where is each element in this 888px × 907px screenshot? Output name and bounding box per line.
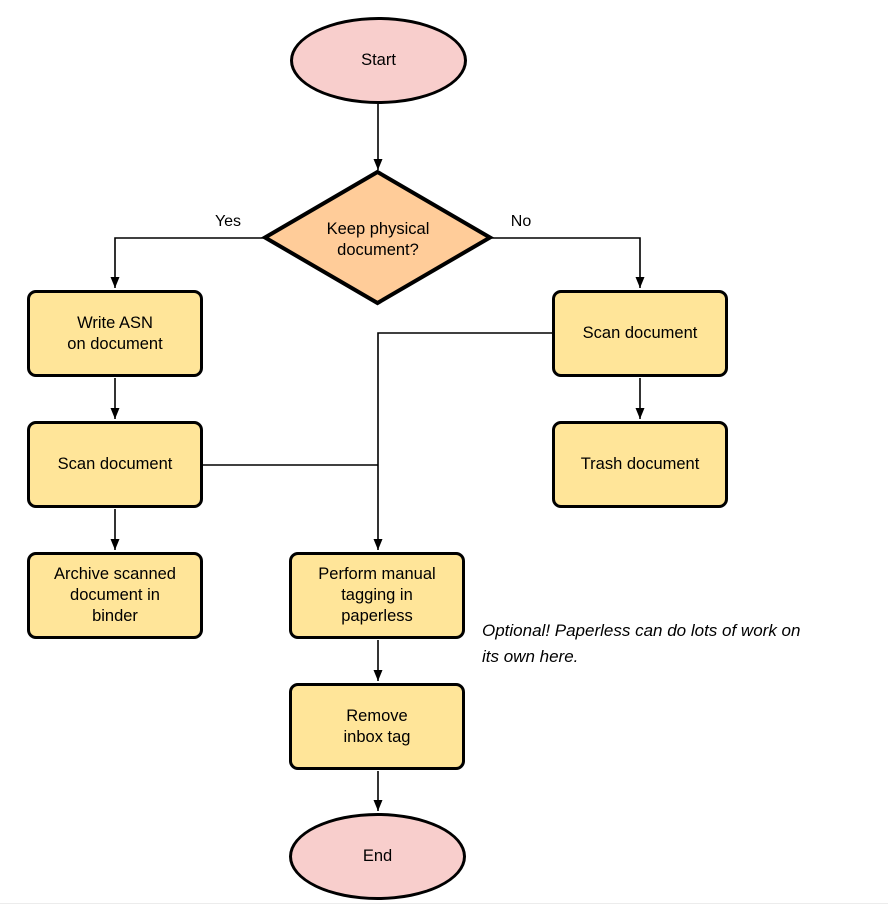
node-write-asn-label: Write ASN on document — [67, 313, 163, 353]
edge-label-no: No — [510, 213, 532, 230]
node-perform-manual-tagging: Perform manual tagging in paperless — [289, 552, 465, 639]
node-archive-scanned-document-label: Archive scanned document in binder — [54, 565, 176, 625]
node-archive-scanned-document: Archive scanned document in binder — [27, 552, 203, 639]
page-bottom-rule — [0, 903, 888, 904]
node-start-label: Start — [361, 51, 396, 69]
node-start: Start — [290, 17, 467, 104]
decision-diamond — [261, 169, 494, 306]
node-scan-document-left-label: Scan document — [57, 455, 173, 473]
node-scan-document-right-label: Scan document — [582, 324, 698, 342]
edge-label-yes: Yes — [214, 213, 242, 230]
node-decision-label: Keep physical document? — [326, 220, 430, 259]
edge-decision-scan-right — [489, 237, 645, 288]
node-remove-inbox-tag-label: Remove inbox tag — [343, 706, 411, 746]
node-perform-manual-tagging-label: Perform manual tagging in paperless — [318, 565, 436, 625]
node-trash-document: Trash document — [552, 421, 728, 508]
node-trash-document-label: Trash document — [580, 455, 700, 473]
optional-note: Optional! Paperless can do lots of work … — [482, 621, 801, 666]
edge-scan-right-tagging — [373, 332, 552, 550]
node-end-label: End — [362, 847, 393, 865]
node-scan-document-right: Scan document — [552, 290, 728, 377]
node-write-asn: Write ASN on document — [27, 290, 203, 377]
edge-decision-write-asn — [110, 237, 266, 288]
node-scan-document-left: Scan document — [27, 421, 203, 508]
node-end: End — [289, 813, 466, 900]
node-remove-inbox-tag: Remove inbox tag — [289, 683, 465, 770]
